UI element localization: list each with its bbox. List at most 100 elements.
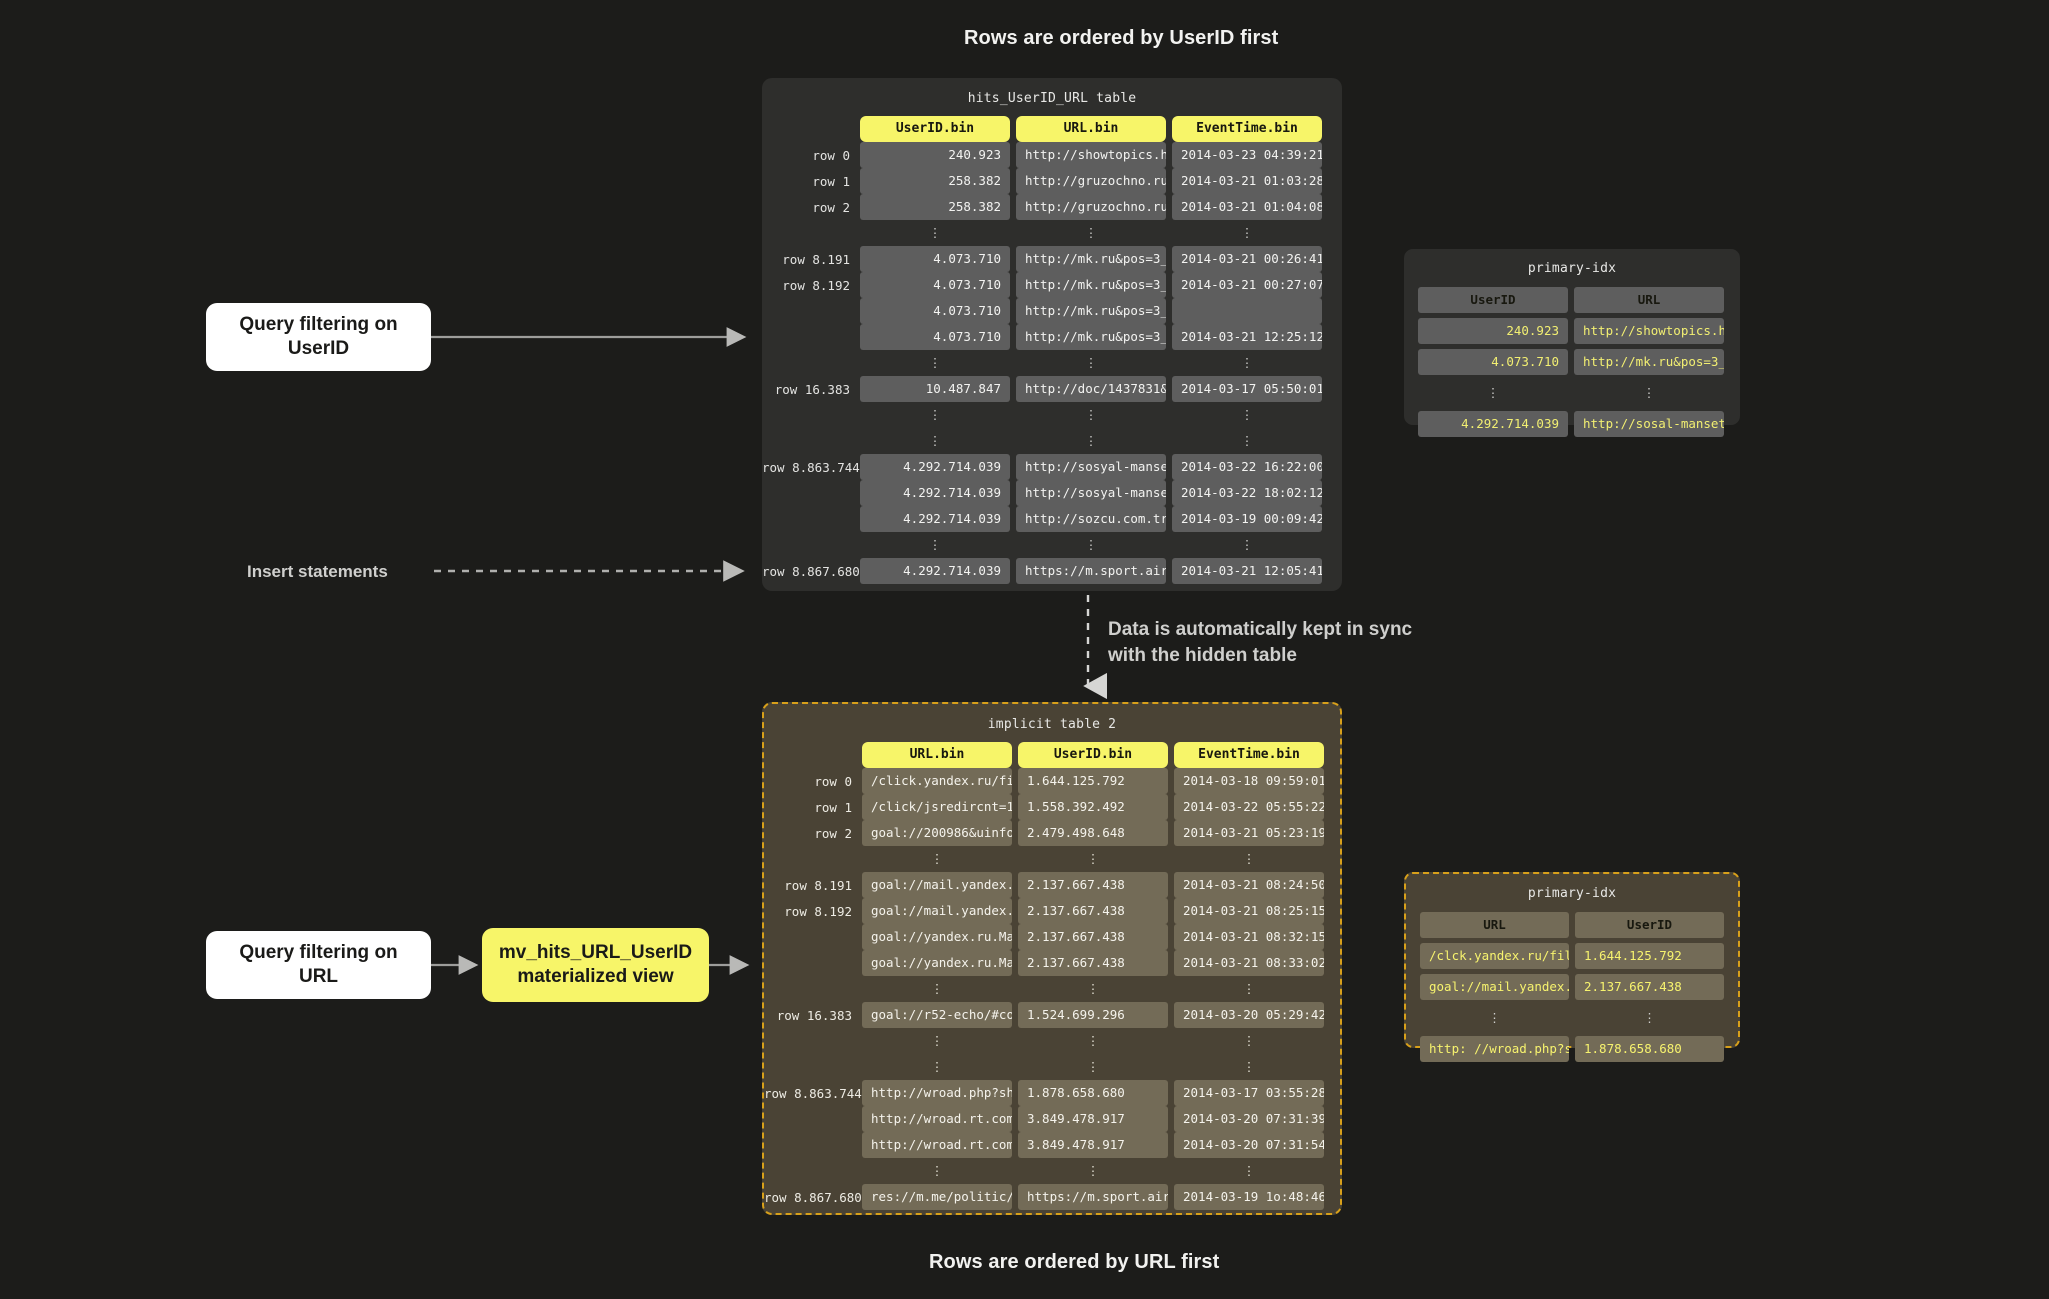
idx-header-row-bottom: URL UserID bbox=[1406, 912, 1738, 938]
table-cell: 1.524.699.296 bbox=[1018, 1002, 1168, 1028]
idx-row[interactable]: goal://mail.yandex.ru/Ma...2.137.667.438 bbox=[1406, 974, 1738, 1000]
idx-row[interactable]: http: //wroad.php?show/7...1.878.658.680 bbox=[1406, 1036, 1738, 1062]
column-header-2[interactable]: EventTime.bin bbox=[1174, 742, 1324, 768]
column-header-0[interactable]: URL.bin bbox=[862, 742, 1012, 768]
table-row[interactable]: goal://yandex.ru.Ma...2.137.667.4382014-… bbox=[764, 924, 1340, 950]
ellipsis-icon bbox=[860, 428, 1010, 454]
ellipsis-icon bbox=[1018, 846, 1168, 872]
idx-ellipsis-row bbox=[1404, 380, 1740, 406]
table-cell: 2014-03-21 05:23:19 bbox=[1174, 820, 1324, 846]
table-cell: 2.137.667.438 bbox=[1018, 898, 1168, 924]
table-cell: 258.382 bbox=[860, 168, 1010, 194]
ellipsis-icon bbox=[1172, 220, 1322, 246]
callout-query-userid[interactable]: Query filtering on UserID bbox=[206, 303, 431, 371]
callout-query-url[interactable]: Query filtering on URL bbox=[206, 931, 431, 999]
idx-column-header-1[interactable]: UserID bbox=[1575, 912, 1724, 938]
idx-cell: 4.073.710 bbox=[1418, 349, 1568, 375]
row-label: row 8.191 bbox=[782, 251, 850, 267]
idx-column-header-0[interactable]: UserID bbox=[1418, 287, 1568, 313]
column-header-1[interactable]: UserID.bin bbox=[1018, 742, 1168, 768]
ellipsis-icon bbox=[862, 1054, 1012, 1080]
idx-cell: 240.923 bbox=[1418, 318, 1568, 344]
column-header-0[interactable]: UserID.bin bbox=[860, 116, 1010, 142]
column-header-1[interactable]: URL.bin bbox=[1016, 116, 1166, 142]
ellipsis-icon bbox=[1018, 976, 1168, 1002]
ellipsis-icon bbox=[862, 846, 1012, 872]
table-row[interactable]: row 8.867.680res://m.me/politic/stati...… bbox=[764, 1184, 1340, 1210]
table-cell bbox=[1172, 298, 1322, 324]
table-row[interactable]: 4.292.714.039http://sosyal-mansetleri...… bbox=[762, 480, 1342, 506]
idx-column-header-0[interactable]: URL bbox=[1420, 912, 1569, 938]
page-title-bottom: Rows are ordered by URL first bbox=[929, 1251, 1220, 1273]
table-cell: 4.073.710 bbox=[860, 298, 1010, 324]
callout-query-userid-label: Query filtering on UserID bbox=[239, 313, 398, 359]
table-cell: 2.137.667.438 bbox=[1018, 872, 1168, 898]
table-cell: http://sosyal-mansetleri... bbox=[1016, 454, 1166, 480]
row-label: row 1 bbox=[812, 173, 850, 189]
primary-idx-bottom: primary-idx URL UserID /clck.yandex.ru/f… bbox=[1404, 872, 1740, 1062]
table-cell: http://doc/1437831&is_mo... bbox=[1016, 376, 1166, 402]
table-cell: http://mk.ru&pos=3_0 bbox=[1016, 272, 1166, 298]
idx-cell: /clck.yandex.ru/file.com... bbox=[1420, 943, 1569, 969]
table-row[interactable]: row 0240.923http://showtopics.html%3...2… bbox=[762, 142, 1342, 168]
sync-note-line2: with the hidden table bbox=[1108, 644, 1297, 666]
table-row[interactable]: row 8.191goal://mail.yandex.ru/Ma...2.13… bbox=[764, 872, 1340, 898]
table-cell: 2014-03-18 09:59:01 bbox=[1174, 768, 1324, 794]
table-cell: http://wroad.rt.com/tr/... bbox=[862, 1106, 1012, 1132]
table-cell: 4.292.714.039 bbox=[860, 506, 1010, 532]
sync-note-line1: Data is automatically kept in sync bbox=[1108, 619, 1413, 640]
row-label: row 8.867.680 bbox=[764, 1189, 862, 1205]
table-cell: 1.644.125.792 bbox=[1018, 768, 1168, 794]
table-title-top: hits_UserID_URL table bbox=[967, 91, 1137, 106]
idx-column-header-1[interactable]: URL bbox=[1574, 287, 1724, 313]
table-row[interactable]: row 2goal://200986&uinfo=wn-1...2.479.49… bbox=[764, 820, 1340, 846]
table-cell: 2014-03-21 08:25:15 bbox=[1174, 898, 1324, 924]
table-row[interactable]: goal://yandex.ru.Ma...2.137.667.4382014-… bbox=[764, 950, 1340, 976]
column-header-2[interactable]: EventTime.bin bbox=[1172, 116, 1322, 142]
idx-row[interactable]: 240.923http://showtopics.html%3... bbox=[1404, 318, 1740, 344]
idx-header-row-top: UserID URL bbox=[1404, 287, 1740, 313]
table-row[interactable]: row 16.38310.487.847http://doc/1437831&i… bbox=[762, 376, 1342, 402]
idx-cell: 4.292.714.039 bbox=[1418, 411, 1568, 437]
table-cell: 4.292.714.039 bbox=[860, 480, 1010, 506]
ellipsis-icon bbox=[1174, 1054, 1324, 1080]
table-cell: 2014-03-19 00:09:42 bbox=[1172, 506, 1322, 532]
row-label: row 1 bbox=[814, 799, 852, 815]
table-panel-hits-userid-url: hits_UserID_URL table UserID.bin URL.bin… bbox=[762, 78, 1342, 591]
table-ellipsis-row bbox=[762, 220, 1342, 246]
table-cell: 4.073.710 bbox=[860, 272, 1010, 298]
table-row[interactable]: http://wroad.rt.com/tr/...3.849.478.9172… bbox=[764, 1106, 1340, 1132]
table-row[interactable]: row 16.383goal://r52-echo/#compose...1.5… bbox=[764, 1002, 1340, 1028]
table-row[interactable]: http://wroad.rt.com/tr/...3.849.478.9172… bbox=[764, 1132, 1340, 1158]
table-ellipsis-row bbox=[762, 350, 1342, 376]
table-row[interactable]: row 0/click.yandex.ru/file.co ...1.644.1… bbox=[764, 768, 1340, 794]
callout-materialized-view[interactable]: mv_hits_URL_UserID materialized view bbox=[482, 928, 709, 1002]
mv-kind-label: materialized view bbox=[517, 966, 674, 987]
ellipsis-icon bbox=[1174, 976, 1324, 1002]
table-row[interactable]: row 1/click/jsredircnt=1395412...1.558.3… bbox=[764, 794, 1340, 820]
ellipsis-icon bbox=[1172, 428, 1322, 454]
table-row[interactable]: 4.292.714.039http://sozcu.com.tr/oaut201… bbox=[762, 506, 1342, 532]
table-cell: 2014-03-21 12:05:41 bbox=[1172, 558, 1322, 584]
table-cell: res://m.me/politic/stati... bbox=[862, 1184, 1012, 1210]
table-row[interactable]: row 8.863.744http://wroad.php?show/7...1… bbox=[764, 1080, 1340, 1106]
table-row[interactable]: row 2258.382http://gruzochno.ru/ekat...2… bbox=[762, 194, 1342, 220]
table-cell: 2014-03-21 08:24:50 bbox=[1174, 872, 1324, 898]
idx-row[interactable]: 4.292.714.039http://sosal-mansetleri... bbox=[1404, 411, 1740, 437]
table-cell: /click/jsredircnt=1395412... bbox=[862, 794, 1012, 820]
idx-title-bottom: primary-idx bbox=[1527, 886, 1617, 901]
ellipsis-icon bbox=[862, 1028, 1012, 1054]
idx-row[interactable]: /clck.yandex.ru/file.com...1.644.125.792 bbox=[1406, 943, 1738, 969]
table-row[interactable]: row 8.192goal://mail.yandex.ru/Ma...2.13… bbox=[764, 898, 1340, 924]
ellipsis-icon bbox=[1174, 1158, 1324, 1184]
table-row[interactable]: row 1258.382http://gruzochno.ru/ekat...2… bbox=[762, 168, 1342, 194]
ellipsis-icon bbox=[1172, 532, 1322, 558]
